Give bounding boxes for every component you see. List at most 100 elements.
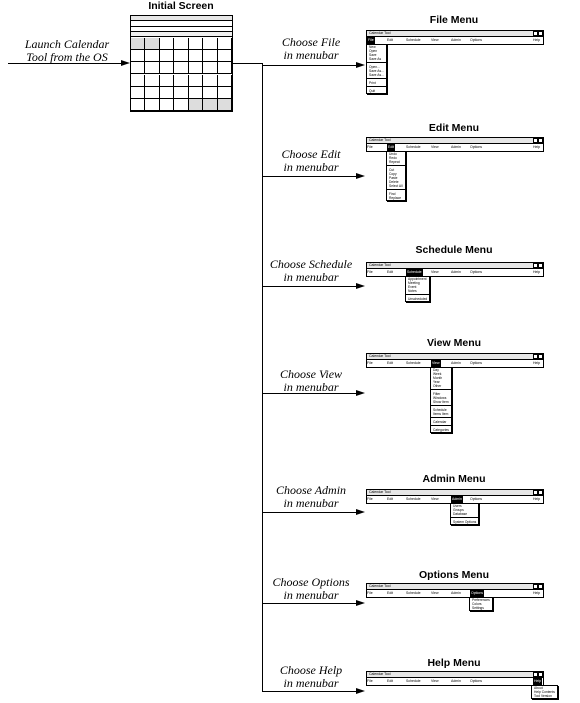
- menubar-item-admin[interactable]: Admin: [451, 496, 463, 503]
- menu-item[interactable]: Week: [433, 372, 442, 376]
- maximize-icon[interactable]: [538, 584, 543, 589]
- menubar-item-edit[interactable]: Edit: [387, 144, 396, 151]
- menu-item[interactable]: New: [369, 45, 376, 49]
- menubar-item-edit[interactable]: Edit: [387, 591, 394, 595]
- menu-item[interactable]: Copy: [389, 172, 397, 176]
- menu-item[interactable]: Event: [408, 285, 417, 289]
- menubar-item-file[interactable]: File: [367, 37, 375, 44]
- menu-item[interactable]: Undo: [389, 152, 397, 156]
- menubar-item-schedule[interactable]: Schedule: [406, 269, 423, 276]
- minimize-icon[interactable]: [533, 138, 538, 143]
- menubar-item-options[interactable]: Options: [470, 38, 483, 42]
- menu-item[interactable]: About: [534, 686, 543, 690]
- menubar-item-file[interactable]: File: [367, 361, 373, 365]
- menu-item[interactable]: Users: [453, 504, 462, 508]
- menubar-item-schedule[interactable]: Schedule: [406, 497, 421, 501]
- menu-item[interactable]: Print: [369, 81, 376, 85]
- menubar-item-admin[interactable]: Admin: [451, 679, 461, 683]
- menu-item[interactable]: Replace: [389, 196, 402, 200]
- menu-item[interactable]: Save As: [369, 57, 382, 61]
- menu-item[interactable]: Save As...: [369, 73, 384, 77]
- menubar-item-view[interactable]: View: [431, 497, 439, 501]
- menu-item[interactable]: Groups: [453, 508, 464, 512]
- menubar-item-schedule[interactable]: Schedule: [406, 38, 421, 42]
- menu-item[interactable]: Day: [433, 368, 439, 372]
- menu-item[interactable]: Find: [389, 192, 396, 196]
- menu-item[interactable]: Help Contents: [534, 690, 555, 694]
- menu-item[interactable]: Redo: [389, 156, 397, 160]
- menu-item[interactable]: Save As...: [369, 69, 384, 73]
- menubar-item-file[interactable]: File: [367, 497, 373, 501]
- menu-item[interactable]: Categories: [433, 428, 449, 432]
- menu-item[interactable]: Colors: [472, 602, 482, 606]
- menubar-item-file[interactable]: File: [367, 679, 373, 683]
- maximize-icon[interactable]: [538, 263, 543, 268]
- menu-item[interactable]: Schedule: [433, 408, 447, 412]
- menubar-item-admin[interactable]: Admin: [451, 270, 461, 274]
- menu-item[interactable]: Year: [433, 380, 440, 384]
- menubar-item-view[interactable]: View: [431, 360, 441, 367]
- menubar-item-schedule[interactable]: Schedule: [406, 679, 421, 683]
- menubar-item-schedule[interactable]: Schedule: [406, 591, 421, 595]
- minimize-icon[interactable]: [533, 31, 538, 36]
- menubar-item-schedule[interactable]: Schedule: [406, 361, 421, 365]
- menubar-item-view[interactable]: View: [431, 679, 439, 683]
- menubar-item-help[interactable]: Help: [533, 145, 541, 149]
- menu-item[interactable]: Quit: [369, 89, 376, 93]
- menubar-item-admin[interactable]: Admin: [451, 591, 461, 595]
- menubar-item-options[interactable]: Options: [470, 679, 483, 683]
- menu-item[interactable]: Paste: [389, 176, 398, 180]
- menubar-item-edit[interactable]: Edit: [387, 497, 394, 501]
- maximize-icon[interactable]: [538, 138, 543, 143]
- maximize-icon[interactable]: [538, 490, 543, 495]
- menu-item[interactable]: Show Item: [433, 400, 449, 404]
- menubar-item-admin[interactable]: Admin: [451, 361, 461, 365]
- menubar-item-help[interactable]: Help: [533, 361, 541, 365]
- menubar-item-view[interactable]: View: [431, 38, 439, 42]
- minimize-icon[interactable]: [533, 263, 538, 268]
- menubar-item-admin[interactable]: Admin: [451, 38, 461, 42]
- menubar-item-options[interactable]: Options: [470, 361, 483, 365]
- minimize-icon[interactable]: [533, 584, 538, 589]
- menubar-item-help[interactable]: Help: [533, 497, 541, 501]
- minimize-icon[interactable]: [533, 354, 538, 359]
- menu-item[interactable]: Repeat: [389, 160, 400, 164]
- menu-item[interactable]: Cut: [389, 168, 395, 172]
- menu-item[interactable]: Select All: [389, 184, 403, 188]
- menubar-item-options[interactable]: Options: [470, 145, 483, 149]
- menu-item[interactable]: Open: [369, 49, 378, 53]
- minimize-icon[interactable]: [533, 490, 538, 495]
- maximize-icon[interactable]: [538, 31, 543, 36]
- menu-item[interactable]: Delete: [389, 180, 399, 184]
- maximize-icon[interactable]: [538, 354, 543, 359]
- menubar-item-view[interactable]: View: [431, 591, 439, 595]
- menubar-item-options[interactable]: Options: [470, 497, 483, 501]
- menubar-item-options[interactable]: Options: [470, 270, 483, 274]
- menubar-item-help[interactable]: Help: [533, 678, 543, 685]
- menu-item[interactable]: Unscheduled: [408, 297, 428, 301]
- menubar-item-edit[interactable]: Edit: [387, 361, 394, 365]
- menu-item[interactable]: Open...: [369, 65, 380, 69]
- maximize-icon[interactable]: [538, 672, 543, 677]
- menubar-item-edit[interactable]: Edit: [387, 270, 394, 274]
- minimize-icon[interactable]: [533, 672, 538, 677]
- menu-item[interactable]: Calendar: [433, 420, 447, 424]
- menu-item[interactable]: Items Item: [433, 412, 449, 416]
- menubar-item-file[interactable]: File: [367, 591, 373, 595]
- menubar-item-help[interactable]: Help: [533, 591, 541, 595]
- menu-item[interactable]: Database: [453, 512, 468, 516]
- menubar-item-file[interactable]: File: [367, 145, 373, 149]
- menu-item[interactable]: Settings: [472, 606, 484, 610]
- menu-item[interactable]: Save: [369, 53, 377, 57]
- menu-item[interactable]: Preferences: [472, 598, 490, 602]
- menubar-item-admin[interactable]: Admin: [451, 145, 461, 149]
- menubar-item-edit[interactable]: Edit: [387, 679, 394, 683]
- menubar-item-help[interactable]: Help: [533, 38, 541, 42]
- menu-item[interactable]: Other: [433, 384, 442, 388]
- menubar-item-schedule[interactable]: Schedule: [406, 145, 421, 149]
- menu-item[interactable]: Windows: [433, 396, 447, 400]
- menubar-item-options[interactable]: Options: [470, 590, 485, 597]
- menu-item[interactable]: Meeting: [408, 281, 420, 285]
- menu-item[interactable]: Tool Version: [534, 694, 552, 698]
- menubar-item-view[interactable]: View: [431, 270, 439, 274]
